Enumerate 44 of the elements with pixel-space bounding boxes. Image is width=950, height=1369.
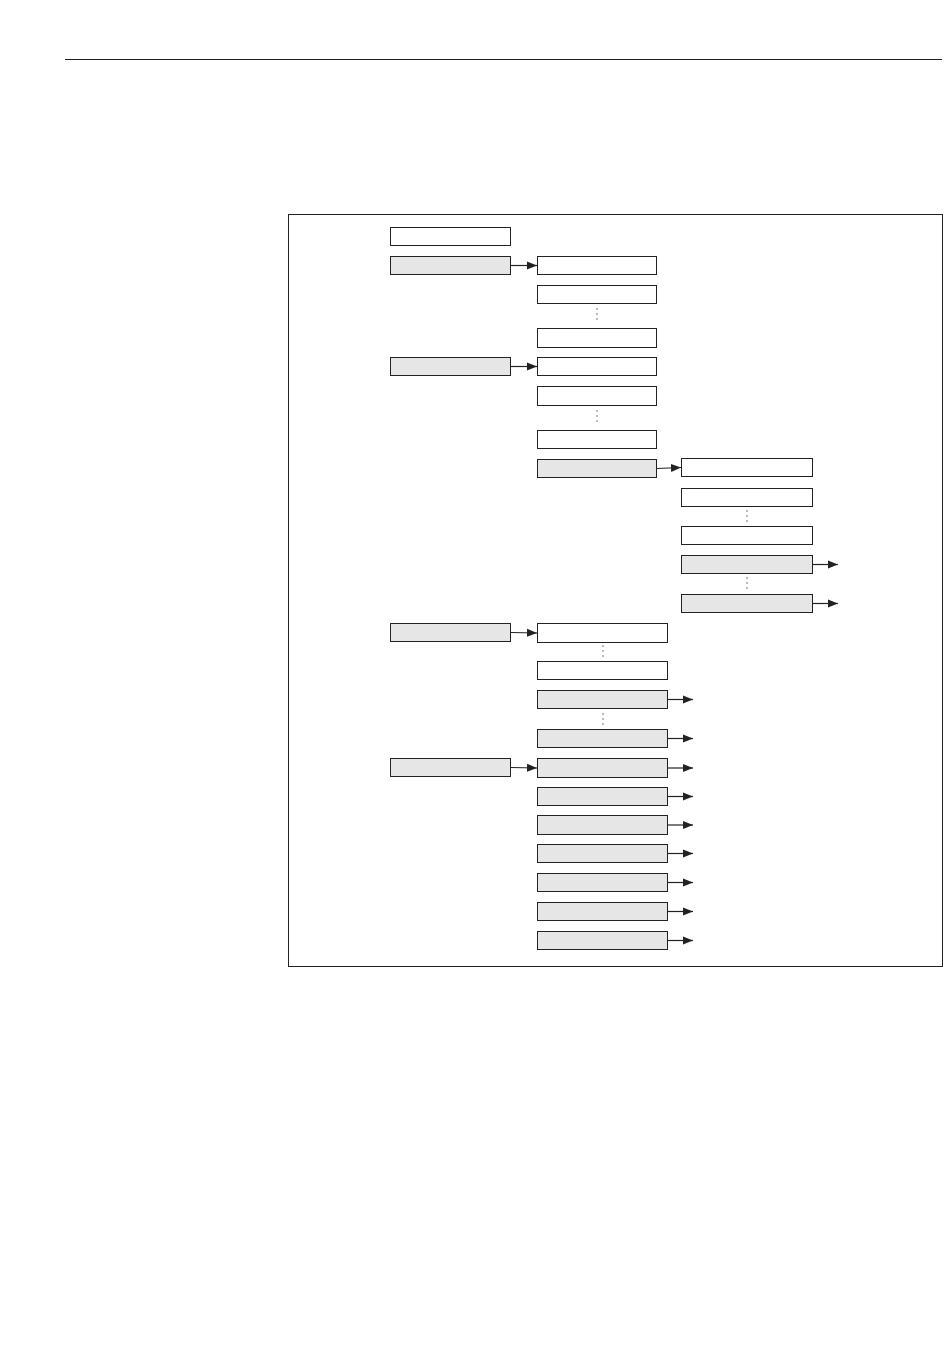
arrow [510, 763, 538, 772]
blank-box [390, 357, 511, 376]
blank-box [537, 729, 668, 748]
blank-box [537, 787, 668, 806]
arrow [812, 599, 839, 608]
blank-box [681, 488, 813, 507]
blank-box [537, 430, 657, 449]
arrow [667, 878, 694, 887]
arrow [667, 821, 694, 829]
arrow [510, 261, 538, 270]
blank-box [537, 285, 657, 304]
blank-box [681, 555, 813, 574]
blank-box [537, 931, 668, 950]
arrow [667, 792, 694, 801]
blank-box [390, 256, 511, 275]
blank-box [390, 623, 511, 642]
blank-box [537, 844, 668, 863]
arrow [667, 764, 694, 772]
blank-box [390, 758, 511, 777]
blank-box [537, 256, 657, 275]
blank-box [537, 386, 657, 406]
blank-box [537, 873, 668, 892]
arrow [667, 849, 694, 858]
blank-box [537, 902, 668, 921]
arrow [667, 695, 694, 704]
arrow [656, 463, 682, 472]
blank-box [537, 328, 657, 348]
arrow [667, 907, 694, 916]
blank-box [681, 458, 813, 477]
blank-box [537, 690, 668, 709]
blank-box [681, 526, 813, 545]
arrow [667, 734, 694, 743]
blank-box [537, 357, 657, 376]
blank-box [537, 815, 668, 835]
arrow [812, 560, 839, 569]
blank-box [537, 758, 668, 778]
blank-box [537, 623, 668, 643]
arrow [510, 362, 538, 371]
blank-box [537, 661, 668, 680]
blank-box [537, 459, 657, 478]
blank-box [681, 594, 813, 613]
arrow [667, 936, 694, 945]
arrow [510, 628, 538, 637]
blank-box [390, 227, 511, 246]
